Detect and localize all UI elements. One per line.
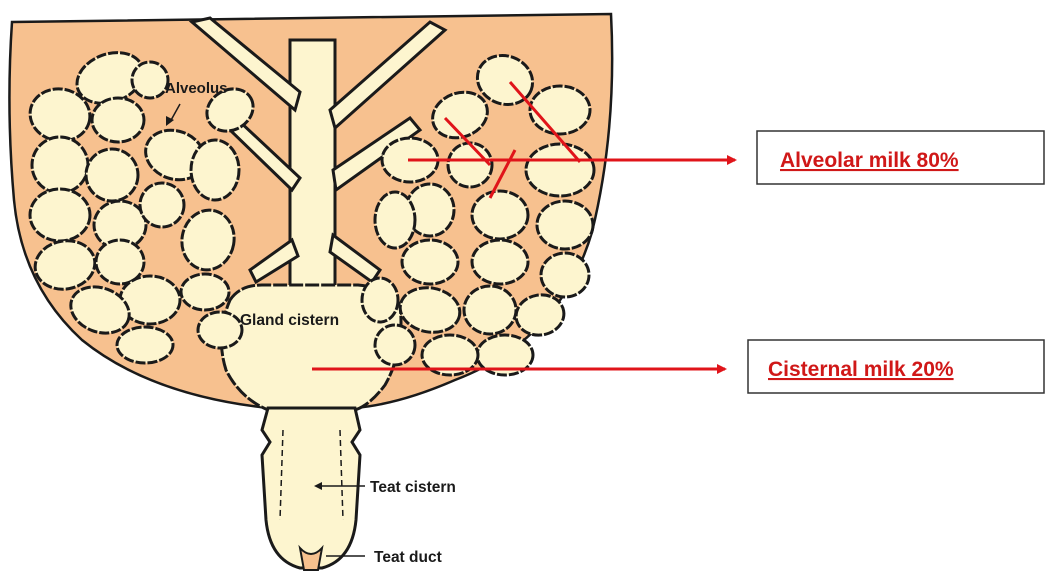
- alveolus-lobe: [530, 86, 590, 134]
- alveolus-lobe: [362, 278, 398, 322]
- alveolus-lobe: [191, 140, 239, 200]
- alveolus-lobe: [140, 183, 184, 227]
- alveolus-lobe: [402, 240, 458, 284]
- alveolus-lobe: [92, 98, 144, 142]
- cisternal-milk-callout: Cisternal milk 20%: [768, 358, 954, 381]
- alveolus-lobe: [464, 286, 516, 334]
- alveolus-label: Alveolus: [165, 80, 228, 97]
- alveolus-lobe: [132, 62, 168, 98]
- alveolar-milk-callout: Alveolar milk 80%: [780, 149, 959, 172]
- alveolus-lobe: [472, 240, 528, 284]
- teat-duct-label: Teat duct: [374, 549, 442, 566]
- alveolus-lobe: [32, 137, 88, 193]
- alveolus-lobe: [448, 143, 492, 187]
- teat: [262, 408, 360, 568]
- alveolus-lobe: [375, 325, 415, 365]
- alveolus-lobe: [526, 144, 594, 196]
- alveolus-lobe: [86, 149, 138, 201]
- alveolus-lobe: [181, 274, 229, 310]
- teat-cistern-label: Teat cistern: [370, 479, 456, 496]
- alveolus-lobe: [541, 253, 589, 297]
- alveolus-lobe: [198, 312, 242, 348]
- alveolus-lobe: [537, 201, 593, 249]
- alveolus-lobe: [472, 191, 528, 239]
- alveolus-lobe: [30, 189, 90, 241]
- alveolus-lobe: [375, 192, 415, 248]
- alveolus-lobe: [117, 327, 173, 363]
- gland-cistern-label: Gland cistern: [240, 312, 339, 329]
